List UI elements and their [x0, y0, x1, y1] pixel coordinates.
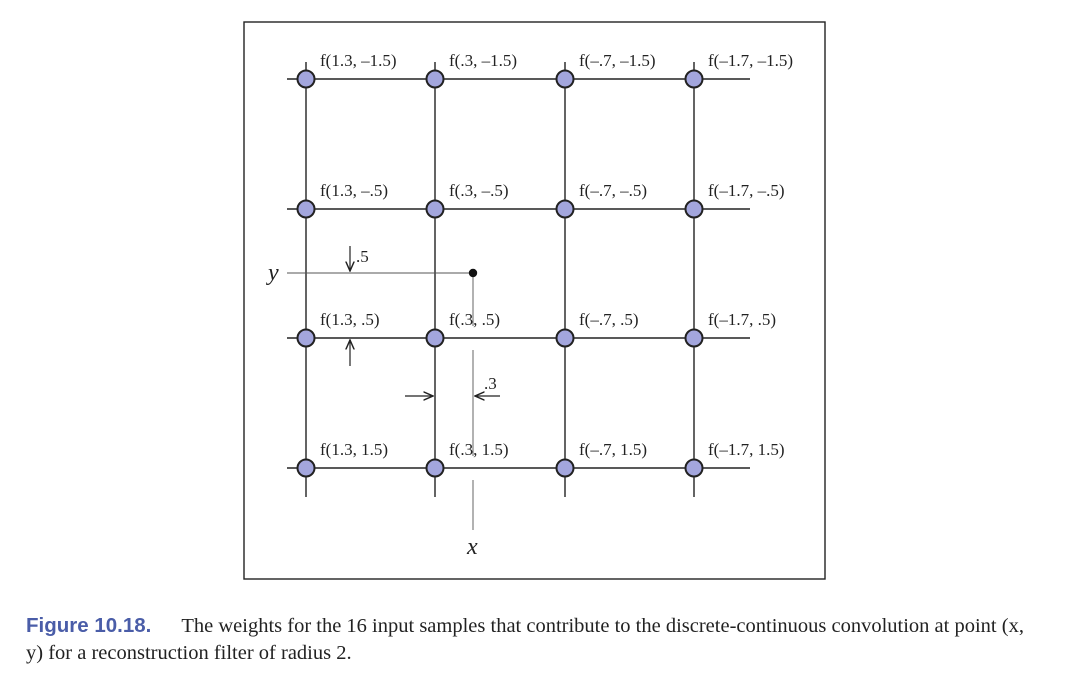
sample-nodes: [296, 69, 704, 478]
sample-node: [684, 199, 704, 219]
node-label: f(–.7, .5): [579, 310, 638, 329]
node-label: f(1.3, –.5): [320, 181, 388, 200]
node-labels: f(1.3, –1.5) f(.3, –1.5) f(–.7, –1.5) f(…: [320, 51, 793, 459]
figure-frame: [243, 21, 826, 580]
sample-node: [684, 69, 704, 89]
sample-point: [468, 268, 478, 278]
node-label: f(1.3, 1.5): [320, 440, 388, 459]
sample-node: [296, 69, 316, 89]
node-label: f(–1.7, 1.5): [708, 440, 784, 459]
node-label: f(.3, .5): [449, 310, 500, 329]
sample-node: [425, 199, 445, 219]
caption-label: Figure 10.18.: [26, 614, 152, 637]
figure-diagram: f(1.3, –1.5) f(.3, –1.5) f(–.7, –1.5) f(…: [243, 21, 826, 580]
sample-node: [684, 328, 704, 348]
figure-caption: Figure 10.18.The weights for the 16 inpu…: [26, 612, 1046, 667]
sample-node: [555, 328, 575, 348]
sample-node: [425, 69, 445, 89]
node-label: f(.3, –1.5): [449, 51, 517, 70]
node-label: f(–1.7, –1.5): [708, 51, 793, 70]
node-label: f(–.7, –.5): [579, 181, 647, 200]
sample-node: [296, 458, 316, 478]
node-label: f(1.3, .5): [320, 310, 379, 329]
sample-node: [425, 458, 445, 478]
node-label: f(.3, 1.5): [449, 440, 508, 459]
node-label: f(–.7, –1.5): [579, 51, 655, 70]
sample-node: [555, 199, 575, 219]
grid-lines: [287, 62, 750, 497]
x-axis-label: x: [466, 534, 478, 560]
node-label: f(–1.7, –.5): [708, 181, 784, 200]
offset-arrows: [350, 246, 500, 396]
sample-node: [296, 328, 316, 348]
offset-label-horizontal: .3: [484, 374, 497, 393]
sample-node: [555, 69, 575, 89]
y-axis-label: y: [266, 260, 279, 286]
node-label: f(.3, –.5): [449, 181, 508, 200]
node-label: f(–1.7, .5): [708, 310, 776, 329]
sample-node: [684, 458, 704, 478]
node-label: f(1.3, –1.5): [320, 51, 396, 70]
offset-label-vertical: .5: [356, 247, 369, 266]
sample-node: [425, 328, 445, 348]
caption-text: The weights for the 16 input samples tha…: [26, 615, 1024, 664]
node-label: f(–.7, 1.5): [579, 440, 647, 459]
sample-node: [296, 199, 316, 219]
sample-node: [555, 458, 575, 478]
point-axes: [287, 272, 474, 530]
